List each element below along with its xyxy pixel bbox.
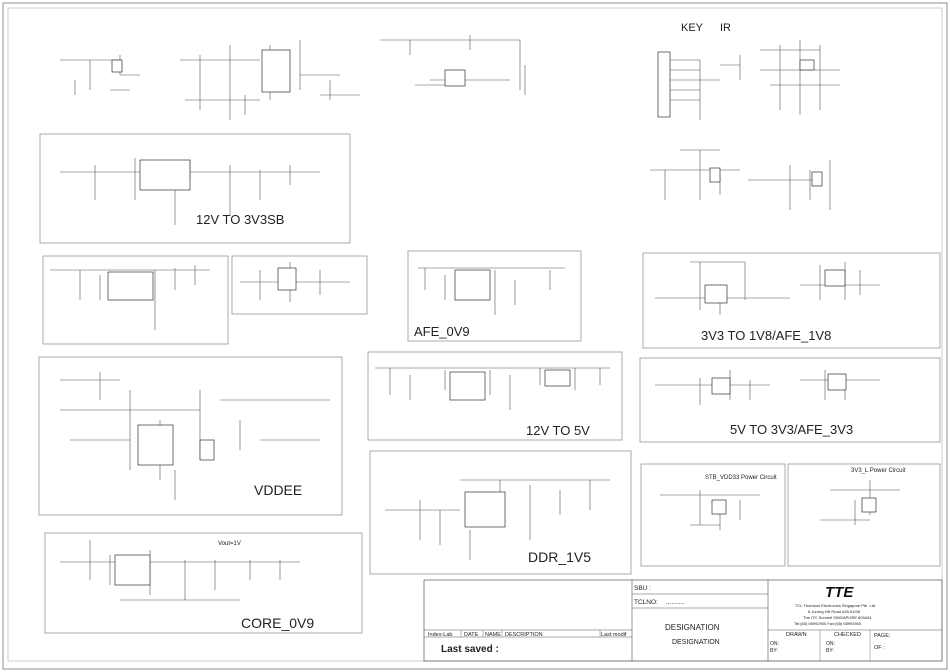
block-title: 3V3 TO 1V8/AFE_1V8 bbox=[701, 328, 831, 343]
block-stb-vdd33: STB_VDD33 Power Circuit bbox=[640, 463, 786, 567]
of-label: OF : bbox=[874, 645, 885, 651]
col-date: DATE bbox=[464, 632, 479, 638]
last-saved: Last saved : bbox=[441, 644, 499, 655]
key-connector bbox=[657, 51, 671, 118]
col-last-modif: Last modif bbox=[601, 632, 627, 638]
tclno-value: .......... bbox=[666, 599, 684, 606]
block-3v3-l: 3V3_L Power Circuit bbox=[787, 463, 941, 567]
block-avdd bbox=[42, 255, 229, 345]
company-line-3: The ITC Summit SINGAPORE 609434 bbox=[803, 615, 872, 620]
block-5v-to-3v3: 5V TO 3V3/AFE_3V3 bbox=[639, 357, 941, 443]
col-index-lab: Index-Lab bbox=[428, 632, 452, 638]
company-line-2: 8 Jurong Hill Road #28-01/06 bbox=[808, 609, 861, 614]
block-core-0v9: Vout=1V CORE_0V9 bbox=[44, 532, 363, 634]
designation-label: DESIGNATION bbox=[665, 623, 720, 632]
key-label: KEY bbox=[681, 22, 704, 34]
sub-title: 3V3_L Power Circuit bbox=[851, 468, 906, 474]
col-description: DESCRIPTION bbox=[505, 632, 543, 638]
checked-on: ON: bbox=[826, 641, 835, 647]
designation-value: DESIGNATION bbox=[672, 639, 720, 646]
company-line-1: TCL Thomson Electronics Singapore Pte. L… bbox=[795, 603, 876, 608]
sbu-label: SBU : bbox=[634, 585, 651, 592]
drawn-by: BY: bbox=[770, 648, 778, 654]
block-title: AFE_0V9 bbox=[414, 324, 470, 339]
right-middle-circuits bbox=[650, 149, 831, 210]
block-title: VDDEE bbox=[254, 482, 302, 498]
block-title: 12V TO 5V bbox=[526, 423, 590, 438]
company-line-4: Tel:(65) 65992900 Fax:(65) 65993900 bbox=[794, 621, 862, 626]
block-vddee: VDDEE bbox=[38, 356, 343, 516]
title-block: Index-Lab DATE NAME DESCRIPTION Last mod… bbox=[423, 579, 943, 662]
sub-title: Vout=1V bbox=[218, 541, 241, 547]
tclno-label: TCLNO: bbox=[634, 599, 658, 606]
ddr-buck-ic bbox=[464, 491, 506, 528]
block-title: DDR_1V5 bbox=[528, 549, 591, 565]
top-middle-circuit bbox=[380, 35, 526, 95]
key-ir-circuit bbox=[657, 40, 840, 120]
company-logo: TTE bbox=[825, 584, 854, 601]
block-title: 12V TO 3V3SB bbox=[196, 212, 284, 227]
checked-by: BY: bbox=[826, 648, 834, 654]
vddee-ic bbox=[137, 424, 174, 466]
block-3v3-to-1v8: 3V3 TO 1V8/AFE_1V8 bbox=[642, 252, 941, 349]
block-12v-to-3v3sb: 12V TO 3V3SB bbox=[39, 133, 351, 244]
checked-label: CHECKED bbox=[834, 632, 861, 638]
col-name: NAME bbox=[485, 632, 501, 638]
block-title: 5V TO 3V3/AFE_3V3 bbox=[730, 422, 853, 437]
block-afe-0v9: AFE_0V9 bbox=[407, 250, 582, 342]
block-ddr-1v5: DDR_1V5 bbox=[369, 450, 632, 575]
drawn-label: DRAWN bbox=[786, 632, 807, 638]
block-vcck bbox=[231, 255, 368, 315]
block-12v-to-5v: 12V TO 5V bbox=[367, 351, 623, 441]
block-title: CORE_0V9 bbox=[241, 615, 314, 631]
sub-title: STB_VDD33 Power Circuit bbox=[705, 475, 777, 481]
top-left-circuit bbox=[60, 40, 360, 120]
buck-ic-3v3sb bbox=[139, 159, 191, 191]
page-label: PAGE: bbox=[874, 633, 891, 639]
drawn-on: ON: bbox=[770, 641, 779, 647]
ir-label: IR bbox=[720, 22, 731, 34]
reset-ic bbox=[261, 49, 291, 93]
core-buck-ic bbox=[114, 554, 151, 586]
